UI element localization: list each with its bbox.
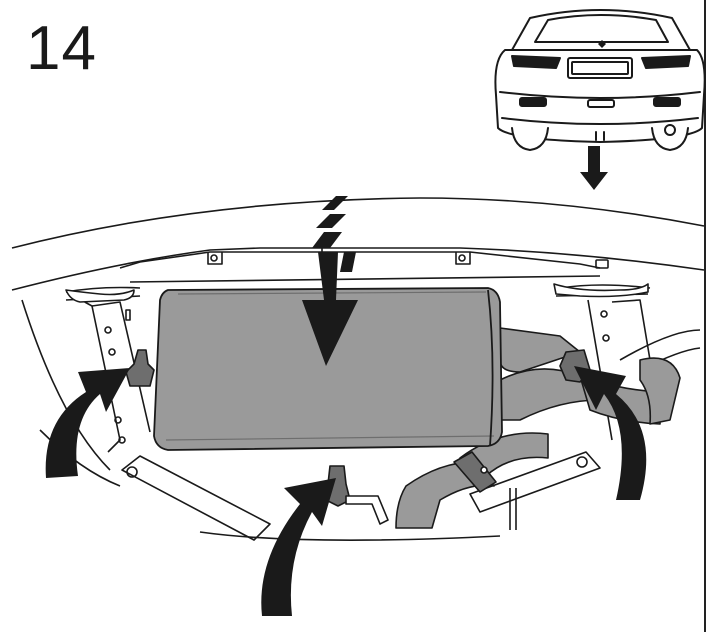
step-number: 14 — [26, 14, 97, 83]
rear-muffler — [153, 287, 503, 451]
curved-arrow-bottom-bracket-icon — [261, 478, 336, 616]
curved-arrow-right-hanger-icon — [574, 366, 647, 500]
location-arrow-icon — [580, 146, 608, 190]
vehicle-rear-view-icon — [494, 9, 706, 151]
frame-border — [704, 0, 706, 632]
curved-arrow-left-hanger-icon — [45, 368, 130, 478]
downward-motion-arrow-icon — [302, 196, 358, 366]
